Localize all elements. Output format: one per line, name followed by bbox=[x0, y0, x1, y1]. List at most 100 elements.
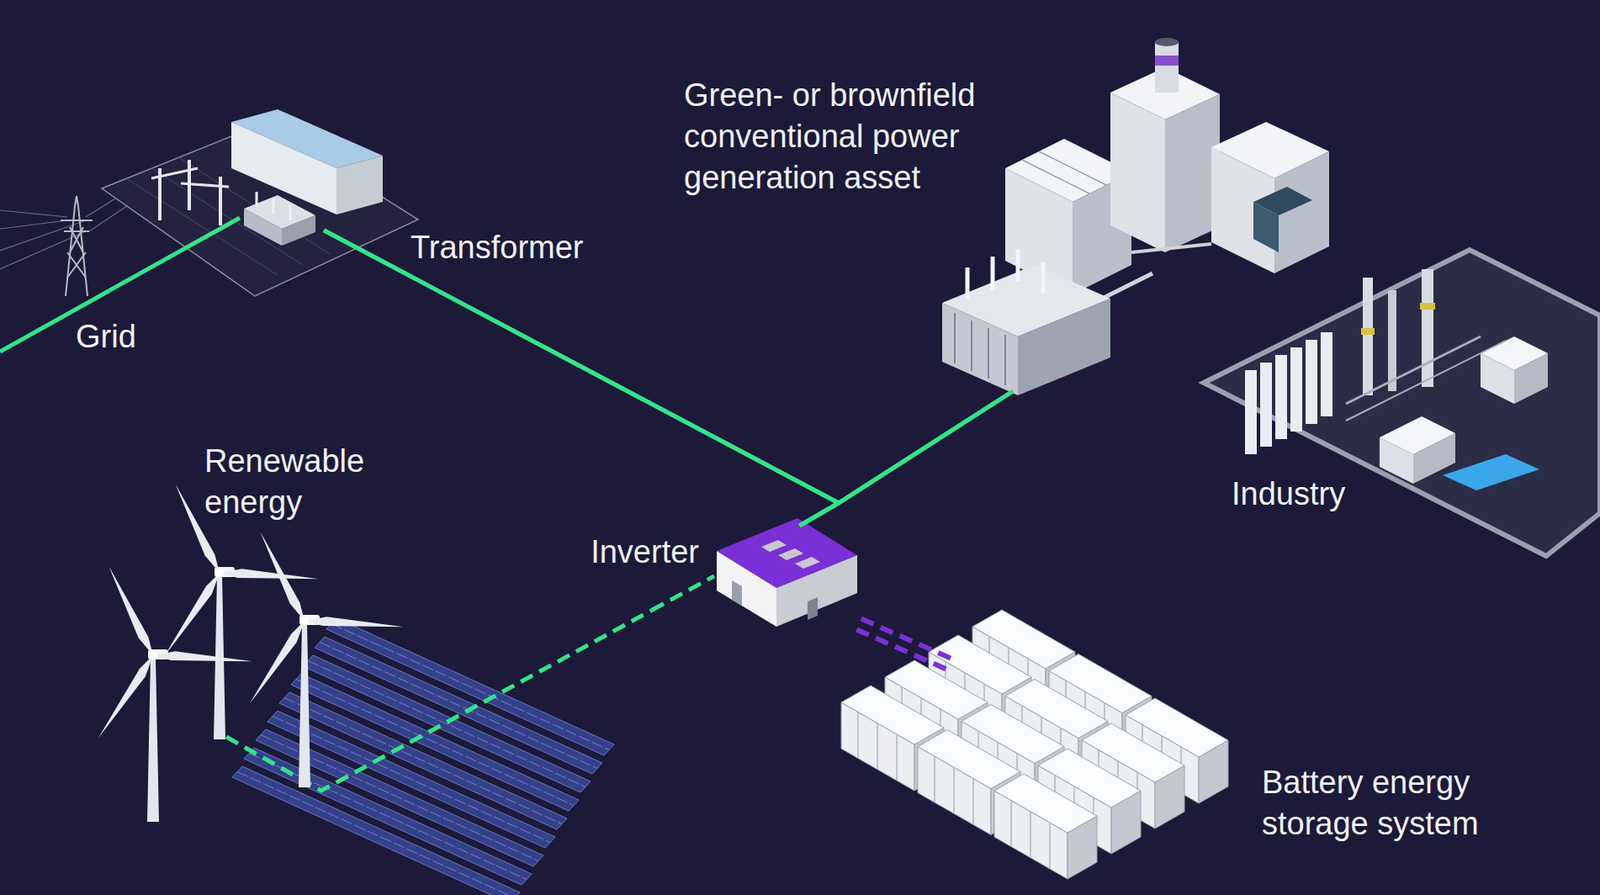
pylon-brace bbox=[67, 252, 86, 278]
power-line bbox=[0, 210, 68, 218]
insulator-bar bbox=[180, 183, 229, 187]
power-line bbox=[0, 220, 68, 229]
power-connection bbox=[799, 391, 1013, 526]
pylon-arm bbox=[63, 230, 90, 233]
inverter-front bbox=[716, 550, 777, 627]
pylon bbox=[60, 196, 93, 297]
radiator-fins bbox=[954, 312, 1006, 386]
fin bbox=[970, 320, 973, 371]
component-label: Industry bbox=[1231, 473, 1400, 515]
tank bbox=[1290, 347, 1303, 432]
building-face bbox=[1514, 353, 1548, 404]
connector-line bbox=[861, 619, 954, 660]
component-label: Battery energy storage system bbox=[1261, 762, 1515, 845]
solar-row bbox=[243, 747, 532, 885]
blue-roof bbox=[1442, 454, 1540, 491]
power-line bbox=[0, 231, 86, 270]
fin bbox=[987, 328, 990, 379]
component-label: Inverter bbox=[556, 531, 700, 573]
tank bbox=[1320, 332, 1333, 417]
building-face bbox=[1379, 437, 1414, 484]
door bbox=[807, 597, 818, 620]
equipment bbox=[1253, 201, 1279, 253]
roof-frame bbox=[1022, 159, 1090, 194]
chimney-band bbox=[1154, 55, 1179, 66]
battery-field bbox=[841, 609, 1229, 880]
bushing bbox=[1016, 249, 1021, 282]
inverter-building bbox=[716, 518, 858, 627]
connector-line bbox=[323, 230, 839, 526]
plant-transformer-face bbox=[942, 302, 1018, 396]
column bbox=[1362, 277, 1373, 396]
component-area: Green- or brownfield conventional power … bbox=[937, 37, 1351, 392]
bushings bbox=[967, 249, 1044, 299]
chimney-top bbox=[1154, 37, 1179, 47]
component-label: Green- or brownfield conventional power … bbox=[683, 74, 1021, 199]
tank bbox=[1275, 354, 1288, 440]
plant-transformer-face bbox=[1017, 298, 1111, 396]
industry-site bbox=[1203, 249, 1600, 557]
roof-unit bbox=[761, 540, 787, 552]
inverter-side bbox=[776, 555, 858, 627]
connector-line bbox=[323, 230, 1013, 504]
building-face bbox=[1480, 353, 1515, 404]
component-area: Transformer bbox=[239, 189, 324, 240]
platform-accent bbox=[1361, 328, 1375, 335]
pipe-rack bbox=[1345, 340, 1506, 421]
component-area: Inverter bbox=[714, 525, 859, 628]
tanks bbox=[1245, 332, 1333, 455]
pylon-top bbox=[74, 196, 79, 207]
component-area: Grid bbox=[46, 200, 110, 318]
transformer-side bbox=[281, 215, 316, 246]
power-lines bbox=[0, 164, 190, 270]
building-side bbox=[336, 155, 383, 215]
tank bbox=[1305, 339, 1318, 424]
power-plant bbox=[942, 37, 1330, 396]
component-area: Battery energy storage system bbox=[942, 664, 1237, 880]
component-label: Renewable energy bbox=[204, 440, 390, 524]
platform-accent bbox=[1419, 302, 1436, 310]
battery-unit bbox=[994, 773, 1097, 880]
insulators bbox=[151, 159, 229, 226]
insulator bbox=[218, 176, 223, 226]
site-platform bbox=[1203, 249, 1600, 557]
bushing bbox=[272, 198, 276, 214]
column bbox=[1388, 290, 1397, 392]
component-label: Transformer bbox=[410, 227, 630, 269]
connector-line bbox=[109, 217, 240, 291]
pylon-arm bbox=[60, 219, 93, 222]
wind-turbine bbox=[93, 563, 253, 822]
bushing bbox=[1041, 262, 1046, 293]
component-area: Industry bbox=[1202, 248, 1599, 564]
power-connection bbox=[651, 576, 715, 610]
door bbox=[731, 580, 742, 606]
power-connection bbox=[856, 619, 953, 671]
wind-turbine bbox=[244, 529, 404, 788]
chimney bbox=[1154, 42, 1179, 93]
substation bbox=[101, 109, 419, 297]
insulator-bar bbox=[151, 168, 198, 179]
wind-turbine bbox=[159, 481, 319, 740]
connector-line bbox=[799, 391, 1013, 526]
bushing bbox=[965, 267, 970, 299]
roof-unit bbox=[778, 548, 804, 561]
pipe-rack bbox=[1345, 336, 1481, 404]
substation-fence bbox=[101, 122, 419, 297]
component-label: Grid bbox=[75, 316, 177, 358]
power-connection bbox=[323, 230, 1013, 504]
transformer-front bbox=[243, 208, 282, 246]
tank bbox=[1260, 362, 1272, 447]
column bbox=[1421, 269, 1434, 387]
solar-row bbox=[232, 766, 520, 895]
fin bbox=[953, 312, 956, 364]
connector-line bbox=[651, 576, 715, 610]
component-area: Renewable energy bbox=[96, 483, 652, 842]
pipe bbox=[1131, 243, 1212, 253]
bushing bbox=[990, 256, 996, 291]
pylon-brace bbox=[67, 252, 86, 278]
bushing bbox=[255, 191, 259, 207]
roof-unit bbox=[794, 556, 821, 569]
power-connection bbox=[109, 217, 240, 291]
tower-face bbox=[1110, 92, 1166, 253]
